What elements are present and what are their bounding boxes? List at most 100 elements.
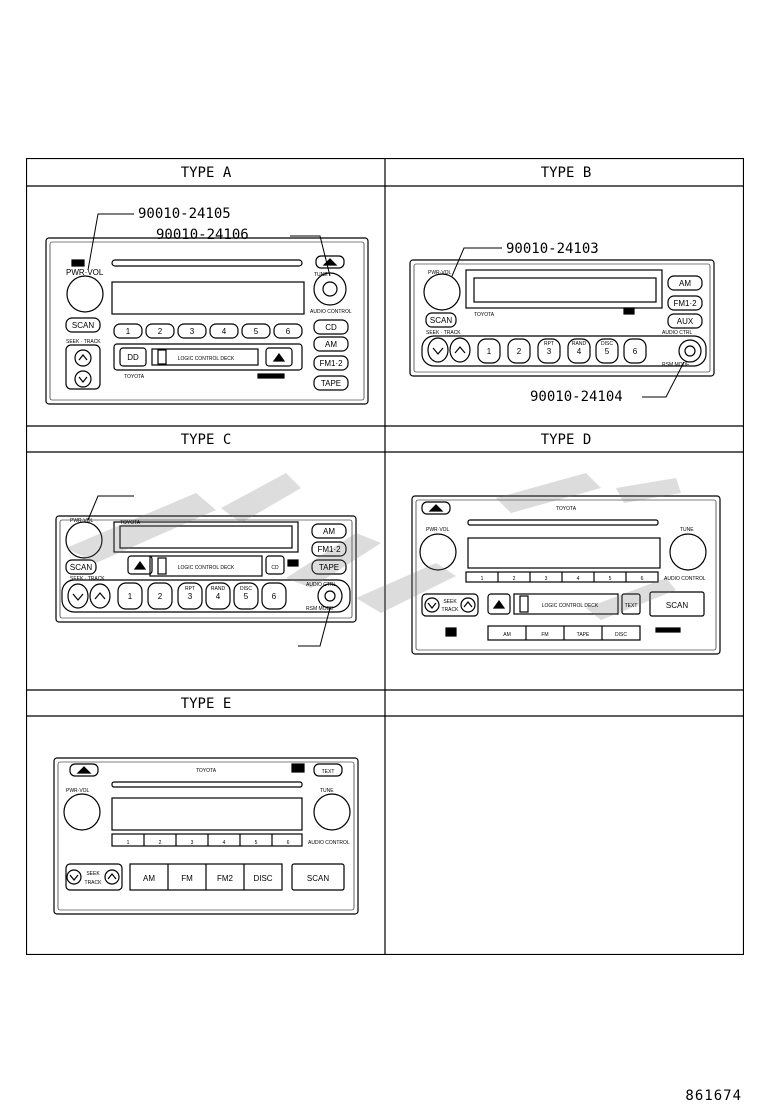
c-pwr-vol: PWR·VOL bbox=[70, 518, 94, 524]
a-p2: 2 bbox=[158, 327, 163, 336]
a-cd: CD bbox=[325, 323, 337, 332]
e-text: TEXT bbox=[322, 769, 335, 775]
e-p3: 3 bbox=[191, 840, 194, 846]
b-aux: AUX bbox=[677, 317, 694, 326]
e-p5: 5 bbox=[255, 840, 258, 846]
table-grid bbox=[26, 158, 744, 955]
type-b-title: TYPE B bbox=[541, 165, 592, 181]
c-rpt: RPT bbox=[185, 586, 195, 592]
b-rsm: RSM MODE bbox=[662, 362, 690, 368]
b-p6: 6 bbox=[633, 347, 638, 356]
c-p6: 6 bbox=[272, 592, 277, 601]
c-am: AM bbox=[323, 527, 335, 536]
a-audio: AUDIO CONTROL bbox=[310, 309, 352, 315]
c-audio: AUDIO CTRL bbox=[306, 582, 337, 588]
b-pwr-vol: PWR·VOL bbox=[428, 270, 452, 276]
a-pwr-vol: PWR·VOL bbox=[66, 268, 104, 277]
part-number-b1: 90010-24103 bbox=[506, 241, 599, 257]
b-p1: 1 bbox=[487, 347, 492, 356]
diagram-grid: TYPE A TYPE B TYPE C TYPE D TYPE E 90010… bbox=[26, 158, 744, 955]
e-audio: AUDIO CONTROL bbox=[308, 840, 350, 846]
a-fm12: FM1·2 bbox=[319, 359, 343, 368]
a-p4: 4 bbox=[222, 327, 227, 336]
b-p3: 3 bbox=[547, 347, 552, 356]
c-logic: LOGIC CONTROL DECK bbox=[178, 565, 235, 571]
b-rpt: RPT bbox=[544, 341, 554, 347]
d-p6: 6 bbox=[641, 576, 644, 582]
type-b-radio bbox=[409, 247, 715, 398]
b-scan: SCAN bbox=[430, 316, 452, 325]
type-a-radio bbox=[45, 213, 369, 405]
e-am: AM bbox=[143, 874, 155, 883]
e-disc: DISC bbox=[253, 874, 272, 883]
a-dd: DD bbox=[127, 353, 139, 362]
a-tune: TUNE bbox=[314, 272, 328, 278]
b-seek-track: SEEK · TRACK bbox=[426, 330, 461, 336]
b-toyota: TOYOTA bbox=[474, 312, 495, 318]
d-scan: SCAN bbox=[666, 601, 688, 610]
a-tape: TAPE bbox=[321, 379, 341, 388]
d-track: TRACK bbox=[442, 607, 460, 613]
e-track: TRACK bbox=[85, 880, 103, 886]
c-p2: 2 bbox=[158, 592, 163, 601]
c-fm12: FM1·2 bbox=[317, 545, 341, 554]
c-p4: 4 bbox=[216, 592, 221, 601]
document-number: 861674 bbox=[685, 1088, 742, 1104]
d-text: TEXT bbox=[625, 603, 638, 609]
d-tune: TUNE bbox=[680, 527, 694, 533]
c-scan: SCAN bbox=[70, 563, 92, 572]
c-rand: RAND bbox=[211, 586, 226, 592]
b-p5: 5 bbox=[605, 347, 610, 356]
text-layer: TYPE A TYPE B TYPE C TYPE D TYPE E 90010… bbox=[66, 165, 706, 886]
e-p6: 6 bbox=[287, 840, 290, 846]
b-fm12: FM1·2 bbox=[673, 299, 697, 308]
d-pwr-vol: PWR·VOL bbox=[426, 527, 450, 533]
e-p2: 2 bbox=[159, 840, 162, 846]
b-rand: RAND bbox=[572, 341, 587, 347]
part-number-a2: 90010-24106 bbox=[156, 227, 249, 243]
a-logic: LOGIC CONTROL DECK bbox=[178, 356, 235, 362]
type-d-title: TYPE D bbox=[541, 432, 592, 448]
d-p1: 1 bbox=[481, 576, 484, 582]
c-p1: 1 bbox=[128, 592, 133, 601]
a-am: AM bbox=[325, 340, 337, 349]
c-cd: CD bbox=[271, 565, 279, 571]
a-scan: SCAN bbox=[72, 321, 94, 330]
a-p3: 3 bbox=[190, 327, 195, 336]
part-number-b2: 90010-24104 bbox=[530, 389, 623, 405]
c-p5: 5 bbox=[244, 592, 249, 601]
watermark bbox=[66, 473, 681, 620]
e-seek: SEEK bbox=[86, 871, 100, 877]
d-p2: 2 bbox=[513, 576, 516, 582]
e-pwr-vol: PWR·VOL bbox=[66, 788, 90, 794]
part-number-a1: 90010-24105 bbox=[138, 206, 231, 222]
d-seek: SEEK bbox=[443, 599, 457, 605]
type-e-radio bbox=[53, 757, 359, 915]
type-c-title: TYPE C bbox=[181, 432, 232, 448]
d-p4: 4 bbox=[577, 576, 580, 582]
e-p1: 1 bbox=[127, 840, 130, 846]
b-audio: AUDIO CTRL bbox=[662, 330, 693, 336]
b-p4: 4 bbox=[577, 347, 582, 356]
c-seek-track: SEEK · TRACK bbox=[70, 576, 105, 582]
c-p3: 3 bbox=[188, 592, 193, 601]
a-seek-track: SEEK · TRACK bbox=[66, 339, 101, 345]
type-a-title: TYPE A bbox=[181, 165, 232, 181]
a-p5: 5 bbox=[254, 327, 259, 336]
b-disc: DISC bbox=[601, 341, 613, 347]
type-c-radio bbox=[55, 495, 357, 647]
type-d-radio bbox=[411, 495, 721, 655]
e-p4: 4 bbox=[223, 840, 226, 846]
e-tune: TUNE bbox=[320, 788, 334, 794]
c-toyota: TOYOTA bbox=[120, 520, 141, 526]
d-tape: TAPE bbox=[577, 632, 590, 638]
e-scan: SCAN bbox=[307, 874, 329, 883]
d-logic: LOGIC CONTROL DECK bbox=[542, 603, 599, 609]
e-fm: FM bbox=[181, 874, 193, 883]
d-fm: FM bbox=[541, 632, 548, 638]
d-p3: 3 bbox=[545, 576, 548, 582]
d-audio: AUDIO CONTROL bbox=[664, 576, 706, 582]
d-disc: DISC bbox=[615, 632, 627, 638]
b-am: AM bbox=[679, 279, 691, 288]
d-am: AM bbox=[503, 632, 511, 638]
